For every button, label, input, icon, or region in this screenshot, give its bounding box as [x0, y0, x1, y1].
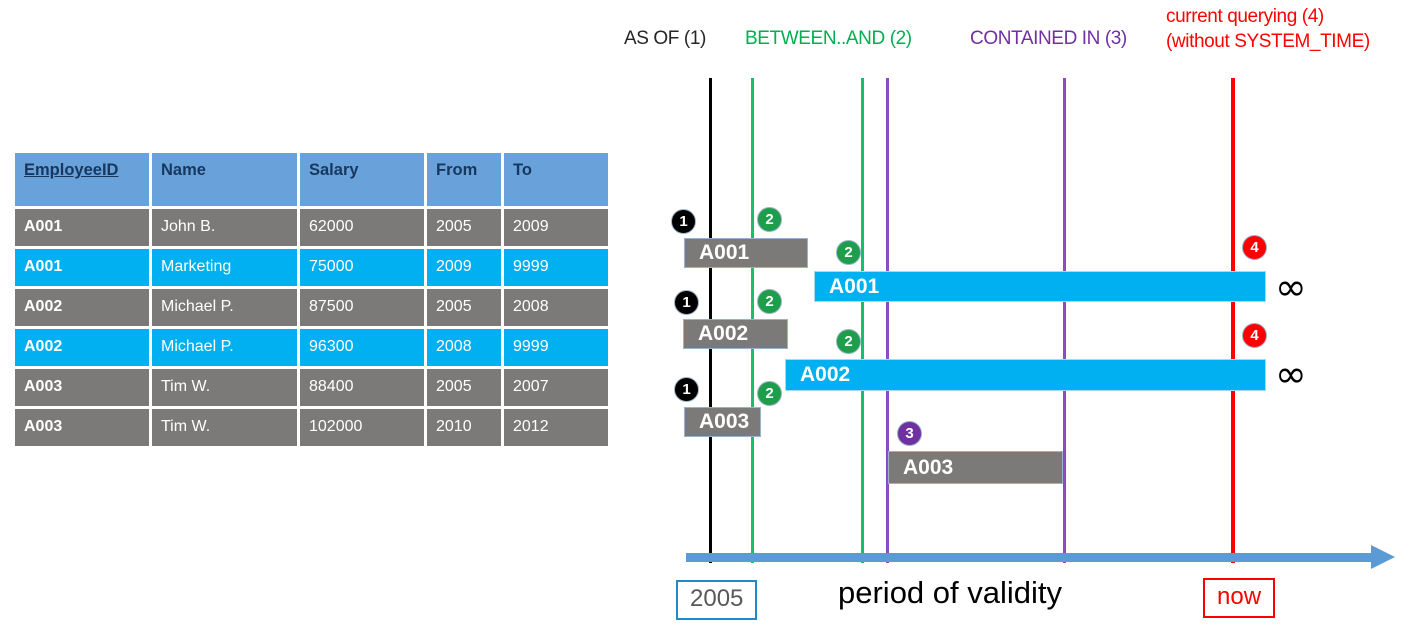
bar-a002-current: A002 [785, 359, 1266, 391]
cell-employeeid: A001 [15, 249, 149, 286]
column-header-name: Name [152, 153, 297, 206]
badge-current-a002: 4 [1242, 323, 1267, 348]
cell-employeeid: A002 [15, 329, 149, 366]
badge-between-a001-gray: 2 [757, 207, 782, 232]
cell-employeeid: A001 [15, 209, 149, 246]
vline-contained-end [1063, 78, 1066, 563]
cell-salary: 88400 [300, 369, 424, 406]
table-row: A002 Michael P. 87500 2005 2008 [15, 289, 608, 326]
cell-employeeid: A003 [15, 369, 149, 406]
timeline-arrow-icon [1371, 545, 1395, 569]
table-row: A003 Tim W. 102000 2010 2012 [15, 409, 608, 446]
cell-from: 2005 [427, 289, 501, 326]
table-row: A002 Michael P. 96300 2008 9999 [15, 329, 608, 366]
cell-from: 2009 [427, 249, 501, 286]
column-header-salary: Salary [300, 153, 424, 206]
timeline-axis [686, 553, 1376, 562]
cell-employeeid: A002 [15, 289, 149, 326]
cell-to: 9999 [504, 329, 608, 366]
cell-salary: 75000 [300, 249, 424, 286]
badge-between-a003: 2 [757, 381, 782, 406]
timeline-start-label: 2005 [676, 580, 758, 620]
badge-as-of-a001: 1 [671, 209, 696, 234]
column-header-employeeid: EmployeeID [15, 153, 149, 206]
bar-a003-historical-1: A003 [684, 407, 761, 437]
legend-between-and: BETWEEN..AND (2) [745, 28, 912, 49]
bar-a003-historical-2: A003 [888, 451, 1063, 484]
cell-salary: 96300 [300, 329, 424, 366]
cell-to: 2008 [504, 289, 608, 326]
cell-to: 2009 [504, 209, 608, 246]
cell-name: John B. [152, 209, 297, 246]
infinity-icon-a002: ∞ [1275, 352, 1307, 396]
legend-current-querying: current querying (4) (without SYSTEM_TIM… [1166, 4, 1370, 54]
badge-contained-in-a003: 3 [897, 421, 922, 446]
badge-between-a002-blue: 2 [836, 329, 861, 354]
cell-salary: 102000 [300, 409, 424, 446]
timeline-now-label: now [1203, 578, 1276, 618]
column-header-to: To [504, 153, 608, 206]
cell-from: 2005 [427, 209, 501, 246]
cell-name: Michael P. [152, 329, 297, 366]
badge-between-a001-blue: 2 [836, 240, 861, 265]
column-header-employeeid-label: EmployeeID [24, 161, 119, 179]
vline-contained-start [886, 78, 889, 563]
table-row: A001 John B. 62000 2005 2009 [15, 209, 608, 246]
legend-current-line1: current querying (4) [1166, 6, 1324, 27]
legend-as-of: AS OF (1) [624, 28, 706, 49]
table-row: A003 Tim W. 88400 2005 2007 [15, 369, 608, 406]
table-header-row: EmployeeID Name Salary From To [15, 153, 608, 206]
table-row: A001 Marketing 75000 2009 9999 [15, 249, 608, 286]
cell-employeeid: A003 [15, 409, 149, 446]
cell-name: Tim W. [152, 369, 297, 406]
cell-to: 9999 [504, 249, 608, 286]
bar-a001-current: A001 [814, 271, 1266, 302]
cell-name: Marketing [152, 249, 297, 286]
badge-current-a001: 4 [1242, 235, 1267, 260]
legend-current-line2: (without SYSTEM_TIME) [1166, 31, 1370, 52]
bar-a001-historical: A001 [684, 238, 808, 268]
legend-contained-in: CONTAINED IN (3) [970, 28, 1127, 49]
badge-as-of-a002: 1 [674, 290, 699, 315]
timeline-title: period of validity [838, 575, 1063, 610]
cell-from: 2010 [427, 409, 501, 446]
cell-to: 2007 [504, 369, 608, 406]
vline-now [1231, 78, 1235, 563]
cell-to: 2012 [504, 409, 608, 446]
infinity-icon-a001: ∞ [1275, 265, 1307, 309]
employee-history-table: EmployeeID Name Salary From To A001 John… [12, 150, 611, 449]
vline-between-end [861, 78, 864, 563]
cell-name: Michael P. [152, 289, 297, 326]
badge-as-of-a003: 1 [674, 377, 699, 402]
cell-name: Tim W. [152, 409, 297, 446]
cell-salary: 62000 [300, 209, 424, 246]
badge-between-a002-gray: 2 [757, 289, 782, 314]
column-header-from: From [427, 153, 501, 206]
cell-from: 2008 [427, 329, 501, 366]
cell-from: 2005 [427, 369, 501, 406]
bar-a002-historical: A002 [683, 319, 788, 349]
cell-salary: 87500 [300, 289, 424, 326]
